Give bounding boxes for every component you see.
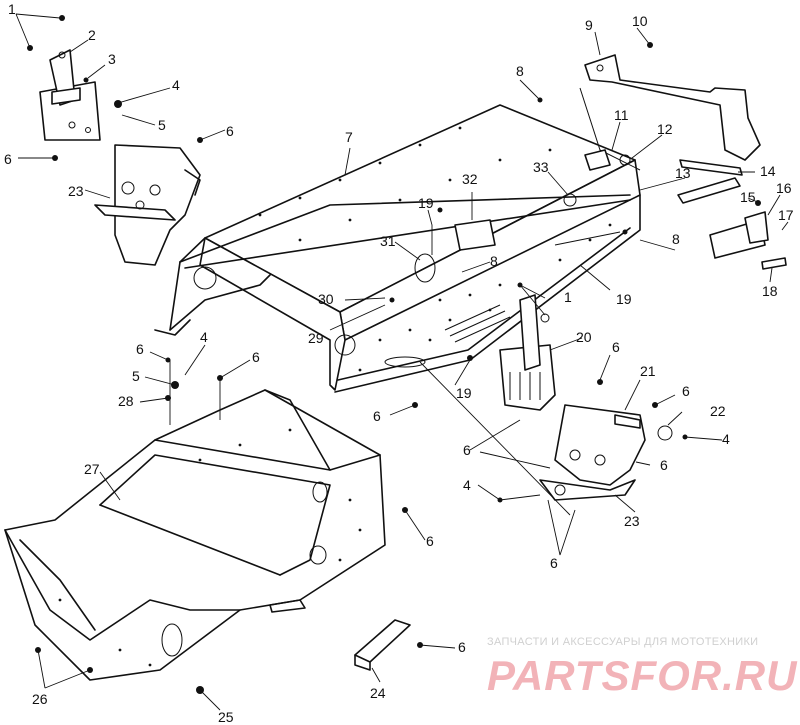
callout-27: 27: [84, 461, 100, 477]
callout-8-right: 8: [672, 231, 680, 247]
callout-33: 33: [533, 159, 549, 175]
callout-5: 5: [158, 117, 166, 133]
callout-6-mid-left: 6: [136, 341, 144, 357]
callout-1: 1: [8, 1, 16, 17]
callout-29: 29: [308, 330, 324, 346]
watermark-tagline: ЗАПЧАСТИ И АКСЕССУАРЫ ДЛЯ МОТОТЕХНИКИ: [487, 636, 758, 648]
callout-2: 2: [88, 27, 96, 43]
front-center-bracket: [499, 294, 556, 411]
callout-3: 3: [108, 51, 116, 67]
callout-6-frame: 6: [426, 533, 434, 549]
callout-15: 15: [740, 189, 756, 205]
callout-31: 31: [380, 233, 396, 249]
callout-18: 18: [762, 283, 778, 299]
callout-5-mid-left: 5: [132, 368, 140, 384]
callout-12: 12: [657, 121, 673, 137]
callout-9: 9: [585, 17, 593, 33]
callout-6-left: 6: [4, 151, 12, 167]
callout-19-lower: 19: [456, 385, 472, 401]
watermark: ЗАПЧАСТИ И АКСЕССУАРЫ ДЛЯ МОТОТЕХНИКИ PA…: [487, 636, 798, 699]
callout-1-center: 1: [564, 289, 572, 305]
callout-32: 32: [462, 171, 478, 187]
callout-labels-repeated: 6 8 8 19 19 1 6 4 5 6 6 6 6 4 6 6 4 23 6…: [4, 151, 730, 655]
callout-26: 26: [32, 691, 48, 707]
callout-20: 20: [576, 329, 592, 345]
callout-6-right-b: 6: [682, 383, 690, 399]
callout-30: 30: [318, 291, 334, 307]
watermark-logo: PARTSFOR.RU: [487, 652, 798, 699]
callout-6-center: 6: [373, 408, 381, 424]
callout-6-bottom-right: 6: [458, 639, 466, 655]
callout-4-lower: 4: [463, 477, 471, 493]
callout-19: 19: [418, 195, 434, 211]
callout-labels: 1 2 3 4 5 6 7 8 9 10 11 12 13 14 15 16 1…: [8, 1, 794, 725]
callout-4-right: 4: [722, 431, 730, 447]
callout-6: 6: [226, 123, 234, 139]
angle-bracket-part: [354, 619, 411, 671]
callout-6-lower-right: 6: [660, 457, 668, 473]
callout-23-right: 23: [624, 513, 640, 529]
callout-23: 23: [68, 183, 84, 199]
callout-22: 22: [710, 403, 726, 419]
rear-rail-parts: [677, 159, 787, 270]
left-bulkhead-bracket: [94, 144, 201, 266]
front-frame-part: [4, 389, 386, 681]
left-upper-bracket: [39, 49, 101, 141]
callout-6-right-a: 6: [612, 339, 620, 355]
callout-19-right: 19: [616, 291, 632, 307]
callout-4: 4: [172, 77, 180, 93]
tunnel-part: [154, 104, 641, 393]
callout-13: 13: [675, 165, 691, 181]
tunnel-small-parts: [389, 149, 631, 303]
callout-16: 16: [776, 180, 792, 196]
callout-8: 8: [516, 63, 524, 79]
callout-25: 25: [218, 709, 234, 725]
callout-6-lower: 6: [463, 442, 471, 458]
callout-7: 7: [345, 129, 353, 145]
callout-17: 17: [778, 207, 794, 223]
callout-11: 11: [614, 107, 629, 123]
rear-bumper-strap: [579, 54, 761, 171]
fastener-dots: [27, 15, 688, 694]
callout-8-center: 8: [490, 253, 498, 269]
leader-lines: [15, 13, 789, 711]
callout-24: 24: [370, 685, 386, 701]
callout-10: 10: [632, 13, 648, 29]
callout-6-mid: 6: [252, 349, 260, 365]
callout-4-mid-left: 4: [200, 329, 208, 345]
callout-6-bottom: 6: [550, 555, 558, 571]
callout-21: 21: [640, 363, 656, 379]
callout-14: 14: [760, 163, 776, 179]
callout-28: 28: [118, 393, 134, 409]
right-bulkhead-bracket: [539, 404, 673, 501]
